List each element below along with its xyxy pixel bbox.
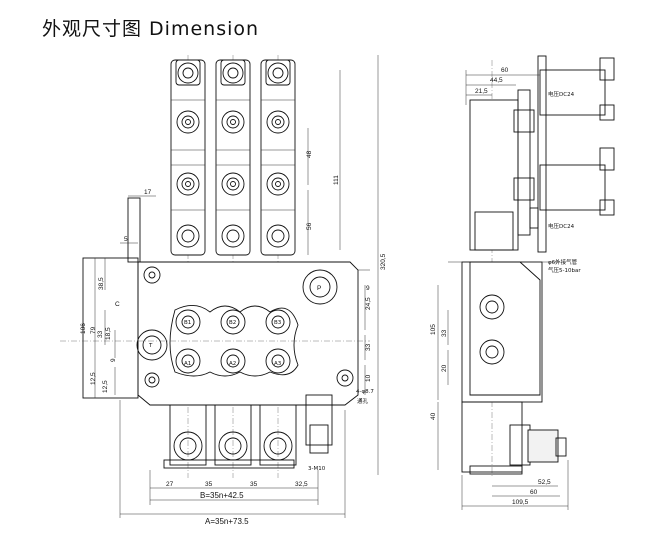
dim-106: 106 (80, 323, 87, 334)
dim-320: 320,5 (380, 253, 387, 270)
dim-33s: 33 (441, 329, 448, 337)
dim-48: 48 (306, 150, 313, 158)
dim-b27: 27 (166, 481, 174, 488)
port-b2: B2 (229, 320, 236, 326)
dim-c: C (115, 301, 120, 308)
dim-9: 9 (110, 358, 117, 362)
dim-40: 40 (430, 412, 437, 420)
dim-20: 20 (441, 364, 448, 372)
dim-9b: 9 (366, 285, 370, 292)
dim-12b: 12,5 (102, 380, 109, 393)
valve-body (60, 197, 370, 406)
voltage-label-1: 电压DC24 (548, 90, 575, 98)
dim-24: 24,5 (365, 297, 372, 310)
mount-holes: 4-φ8.7 (356, 389, 374, 395)
solenoid-stack-1 (170, 59, 206, 256)
port-a2: A2 (229, 361, 236, 367)
dim-b32: 32,5 (295, 481, 308, 488)
dim-44: 44,5 (490, 77, 503, 84)
dim-b35b: 35 (250, 481, 258, 488)
dim-109: 109,5 (512, 499, 529, 506)
air-pressure-label: 气压5-10bar (548, 266, 581, 274)
formula-b: B=35n+42.5 (200, 491, 244, 500)
port-b1: B1 (184, 320, 191, 326)
dim-33: 33 (97, 330, 104, 338)
port-b3: B3 (274, 320, 282, 326)
dim-5: 5 (124, 236, 128, 243)
dim-60b: 60 (530, 489, 538, 496)
dim-56: 56 (306, 222, 313, 230)
dim-60: 60 (501, 67, 509, 74)
dim-79: 79 (90, 326, 97, 334)
thread-m10: 3-M10 (308, 466, 326, 472)
front-view: 17 5 48 111 56 320,5 38,5 C 106 79 33 18… (60, 55, 387, 526)
voltage-label-2: 电压DC24 (548, 222, 575, 230)
dim-12: 12,5 (90, 372, 97, 385)
dim-b35a: 35 (205, 481, 213, 488)
dim-52: 52,5 (538, 479, 551, 486)
dim-18: 18,5 (105, 327, 112, 340)
page-title: 外观尺寸图 Dimension (42, 18, 260, 40)
port-p: P (317, 285, 321, 292)
dim-33b: 33 (365, 343, 372, 351)
port-t: T (148, 343, 153, 349)
formula-a: A=35n+73.5 (205, 517, 249, 526)
dim-17: 17 (144, 189, 152, 196)
solenoid-stack-3 (260, 59, 296, 256)
port-a1: A1 (184, 361, 191, 367)
dim-105: 105 (430, 324, 437, 335)
dim-21: 21,5 (475, 88, 488, 95)
dim-38: 38,5 (98, 277, 105, 290)
air-pipe-label: φ6外接气管 (548, 258, 578, 266)
side-view: 60 44,5 21,5 105 33 20 40 52,5 60 109,5 … (430, 55, 615, 510)
solenoid-stack-2 (215, 59, 251, 256)
port-a3: A3 (274, 361, 282, 367)
dim-10: 10 (365, 374, 372, 382)
through-hole: 通孔 (357, 397, 369, 405)
dim-111: 111 (333, 175, 340, 185)
spool-ends (163, 394, 333, 469)
